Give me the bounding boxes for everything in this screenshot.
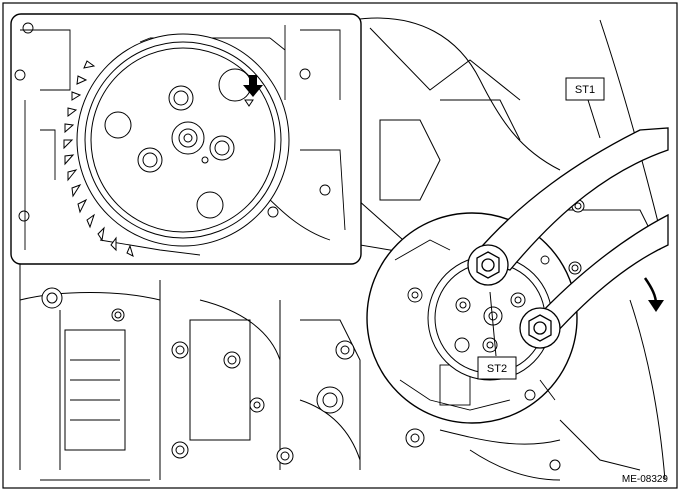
sprocket-detail <box>63 33 290 257</box>
st2-callout: ST2 <box>477 291 517 380</box>
st2-label: ST2 <box>487 363 507 375</box>
down-arrow-icon <box>243 75 263 107</box>
st1-callout: ST1 <box>565 77 605 139</box>
detail-circle <box>366 212 578 424</box>
st1-wrench <box>467 127 669 349</box>
detail-inset <box>10 13 422 265</box>
figure-id: ME-08329 <box>622 474 669 485</box>
st1-label: ST1 <box>575 84 595 96</box>
curved-arrow-icon <box>643 277 664 312</box>
engine-block <box>19 17 666 481</box>
